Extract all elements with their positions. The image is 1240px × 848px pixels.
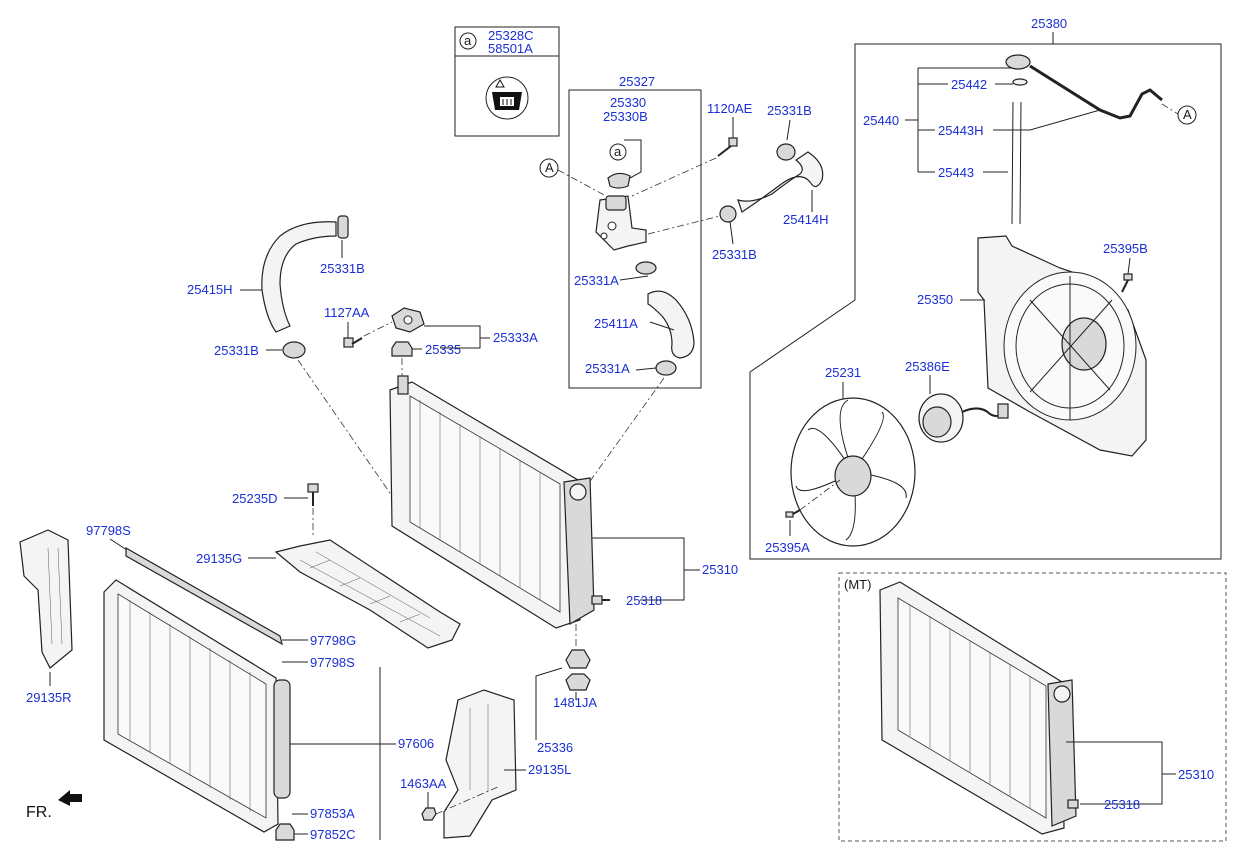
label-25335: 25335	[425, 342, 461, 357]
label-25440: 25440	[863, 113, 899, 128]
label-legend-box	[454, 26, 560, 137]
callout-a-text-2: a	[614, 144, 622, 159]
fan-group-box	[749, 43, 1222, 560]
hose-clamp-25331b-left	[337, 215, 349, 239]
label-1120ae: 1120AE	[707, 101, 753, 116]
label-25318-mt: 25318	[1104, 797, 1140, 812]
cap-seal	[1012, 78, 1028, 86]
air-guard-29135g	[274, 539, 461, 649]
label-25331a-1: 25331A	[574, 273, 619, 288]
warning-label-icon	[485, 76, 529, 120]
label-25331b-top: 25331B	[767, 103, 812, 118]
radiator-25310	[389, 375, 595, 629]
reservoir-tube-25443	[1011, 101, 1022, 225]
label-25328c: 25328C	[488, 28, 534, 43]
drain-plug-25318-mt	[1067, 799, 1079, 809]
label-58501a: 58501A	[488, 41, 533, 56]
label-25414h: 25414H	[783, 212, 829, 227]
front-label: FR.	[26, 804, 52, 821]
label-97606: 97606	[398, 736, 434, 751]
label-25331b-left: 25331B	[320, 261, 365, 276]
label-25331a-2: 25331A	[585, 361, 630, 376]
label-25443h: 25443H	[938, 123, 984, 138]
cap-97852c	[275, 823, 295, 841]
hose-clamp-25331b-low	[282, 341, 306, 359]
thermostat-housing	[595, 195, 647, 251]
label-25443: 25443	[938, 165, 974, 180]
thermostat-group-box	[568, 89, 702, 389]
hose-clamp-25331b-mid	[719, 205, 737, 223]
callout-a-marker	[459, 32, 477, 50]
label-25442: 25442	[951, 77, 987, 92]
fan-blade-25231	[790, 397, 916, 547]
label-25330: 25330	[610, 95, 646, 110]
hose-clamp-25331b-top	[776, 143, 796, 161]
label-25235d: 25235D	[232, 491, 278, 506]
reservoir-cap-25442	[1005, 54, 1031, 70]
label-25330b: 25330B	[603, 109, 648, 124]
thermostat-cap	[607, 172, 631, 189]
radiator-mt-25310	[879, 581, 1077, 835]
label-25395a: 25395A	[765, 540, 810, 555]
bolt-1127aa	[343, 337, 363, 348]
label-97798g: 97798G	[310, 633, 356, 648]
label-97852c: 97852C	[310, 827, 356, 842]
label-29135l: 29135L	[528, 762, 571, 777]
fan-motor-25386e	[918, 393, 1009, 443]
label-25380: 25380	[1031, 16, 1067, 31]
label-1463aa: 1463AA	[400, 776, 447, 791]
label-29135g: 29135G	[196, 551, 242, 566]
label-25318: 25318	[626, 593, 662, 608]
ref-a-marker-right	[1177, 105, 1197, 125]
label-25231: 25231	[825, 365, 861, 380]
label-25333a: 25333A	[493, 330, 538, 345]
drain-plug-25318	[591, 595, 610, 605]
label-25411a: 25411A	[594, 316, 638, 331]
seal-97798s-top	[125, 546, 283, 646]
label-97798s-top: 97798S	[86, 523, 131, 538]
bolt-1120ae	[717, 137, 738, 157]
radiator-cap-bracket-25333a	[391, 307, 425, 333]
callout-a-marker-2	[609, 143, 627, 161]
hose-25411a	[647, 290, 695, 359]
hose-clamp-25331a-1	[635, 261, 657, 275]
hose-clamp-25331a-2	[655, 360, 677, 376]
mt-variant-box	[838, 572, 1227, 842]
label-97853a: 97853A	[310, 806, 355, 821]
label-1481ja: 1481JA	[553, 695, 597, 710]
label-25310: 25310	[702, 562, 738, 577]
ref-a-marker-left	[539, 158, 559, 178]
bolt-25235d	[307, 483, 319, 506]
label-25327: 25327	[619, 74, 655, 89]
label-25331b-low: 25331B	[214, 343, 259, 358]
air-guard-29135r	[19, 529, 73, 669]
label-25386e: 25386E	[905, 359, 950, 374]
label-25336: 25336	[537, 740, 573, 755]
bolt-1463aa	[421, 807, 437, 821]
label-25310-mt: 25310	[1178, 767, 1214, 782]
callout-a-text: a	[464, 33, 472, 48]
label-97798s: 97798S	[310, 655, 355, 670]
label-29135r: 29135R	[26, 690, 72, 705]
label-25331b-mid: 25331B	[712, 247, 757, 262]
ref-a-text-right: A	[1183, 107, 1192, 122]
label-25350: 25350	[917, 292, 953, 307]
label-1127aa: 1127AA	[324, 305, 370, 320]
front-arrow-icon	[58, 790, 82, 806]
label-25415h: 25415H	[187, 282, 233, 297]
mount-insulator-1481ja	[565, 649, 591, 691]
bolt-25395b	[1121, 273, 1133, 293]
bolt-25395a	[785, 509, 801, 518]
ref-a-text-left: A	[545, 160, 554, 175]
mt-note: (MT)	[844, 577, 871, 592]
overflow-hose-25443h	[1029, 64, 1163, 120]
fan-shroud-25350	[977, 235, 1147, 457]
label-25395b: 25395B	[1103, 241, 1148, 256]
condenser-97606	[103, 579, 291, 833]
hose-25414h	[737, 151, 824, 213]
mount-insulator-25335	[391, 341, 413, 357]
hose-25415h	[261, 221, 337, 333]
air-guard-29135l	[443, 689, 517, 839]
